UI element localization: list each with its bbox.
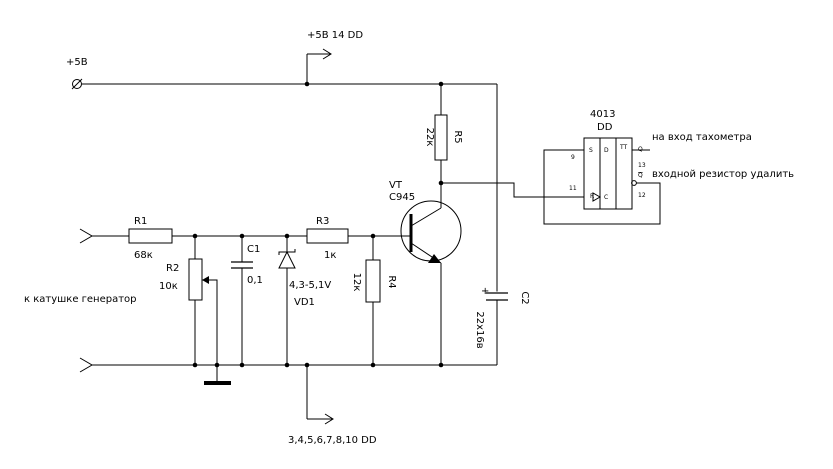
pin-qn-label: Q bbox=[638, 172, 643, 179]
ic-ref: DD bbox=[597, 122, 613, 133]
input-label: к катушке генератор bbox=[24, 294, 137, 305]
ground-rail: 3,4,5,6,7,8,10 DD bbox=[79, 357, 497, 446]
r4-ref: R4 bbox=[386, 275, 397, 288]
r1-value: 68к bbox=[134, 250, 153, 261]
ic-symbol: TT bbox=[619, 144, 628, 151]
flip-flop-4013: 4013 DD S R D C TT 9 11 13 12 Q Q bbox=[543, 109, 661, 225]
vt-ref: VT bbox=[389, 180, 403, 191]
collector-to-clock-wire bbox=[441, 182, 584, 198]
pin-11-number: 11 bbox=[569, 185, 577, 192]
r3-ref: R3 bbox=[316, 216, 329, 227]
pin-9-number: 9 bbox=[571, 154, 575, 161]
vt-value: C945 bbox=[389, 192, 415, 203]
plus5v-label: +5В bbox=[66, 57, 88, 68]
r5-ref: R5 bbox=[452, 130, 463, 143]
r2-ref: R2 bbox=[166, 263, 179, 274]
ground-dd-label: 3,4,5,6,7,8,10 DD bbox=[288, 435, 377, 446]
c1-value: 0,1 bbox=[247, 275, 263, 286]
zener-vd1: 4,3-5,1V VD1 bbox=[278, 236, 331, 365]
vd1-value: 4,3-5,1V bbox=[289, 280, 331, 291]
pin-q-label: Q bbox=[638, 146, 643, 153]
potentiometer-r2: R2 10к bbox=[159, 236, 218, 365]
r2-value: 10к bbox=[159, 281, 178, 292]
ic-part: 4013 bbox=[590, 109, 615, 120]
plus5v-terminal bbox=[72, 79, 82, 89]
r1-ref: R1 bbox=[134, 216, 147, 227]
pin-s-label: S bbox=[589, 147, 593, 154]
transistor-vt: VT C945 bbox=[373, 180, 462, 365]
capacitor-c2: + C2 22х16в bbox=[474, 286, 530, 349]
resistor-r1 bbox=[128, 228, 173, 244]
pin-r-label: R bbox=[590, 193, 594, 200]
plus5v-rail: +5В +5В 14 DD bbox=[66, 30, 498, 365]
remove-resistor-note: входной резистор удалить bbox=[652, 169, 794, 180]
pin-13-number: 13 bbox=[638, 162, 646, 169]
c2-ref: C2 bbox=[519, 291, 530, 304]
pin-c-label: C bbox=[604, 194, 608, 201]
capacitor-c1: C1 0,1 bbox=[231, 236, 263, 365]
c2-value: 22х16в bbox=[474, 311, 485, 348]
c2-polarity: + bbox=[481, 286, 489, 297]
pin-12-number: 12 bbox=[638, 192, 646, 199]
r5-value: 22к bbox=[424, 128, 435, 147]
output-note: на вход тахометра bbox=[652, 132, 752, 143]
pin-d-label: D bbox=[604, 147, 609, 154]
plus5v-dd-label: +5В 14 DD bbox=[307, 30, 363, 41]
resistor-r4: 12к R4 bbox=[351, 236, 397, 365]
c1-ref: C1 bbox=[247, 244, 260, 255]
r4-value: 12к bbox=[351, 273, 362, 292]
r3-value: 1к bbox=[324, 250, 336, 261]
resistor-r3: R3 1к bbox=[287, 216, 373, 261]
vd1-ref: VD1 bbox=[294, 297, 315, 308]
resistor-r5: 22к R5 bbox=[424, 84, 463, 186]
